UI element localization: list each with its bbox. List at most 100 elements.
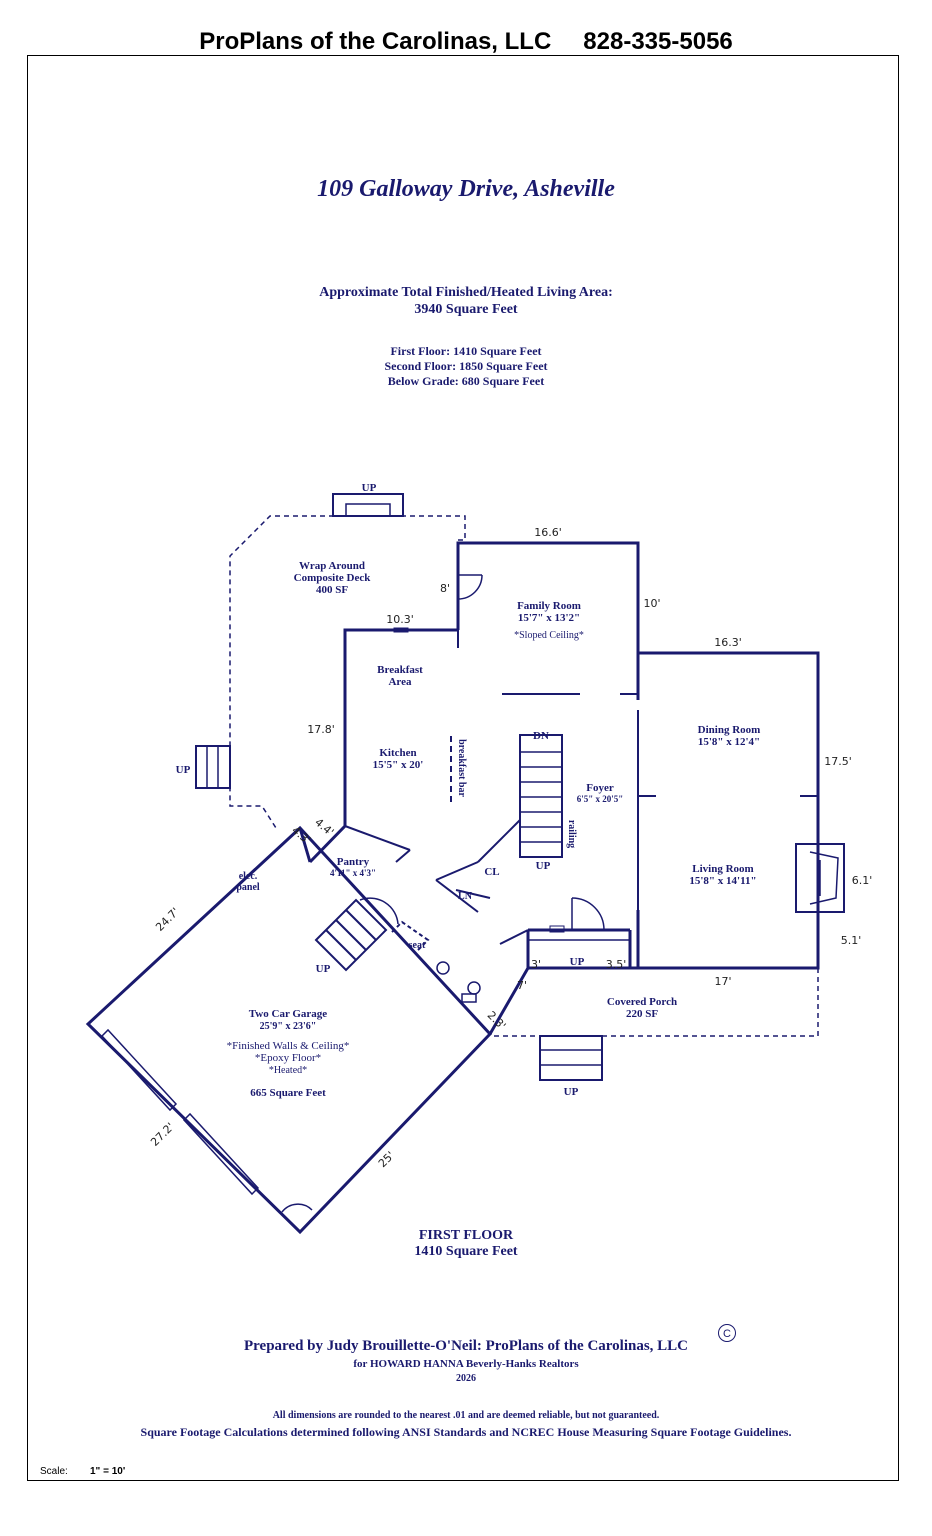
kitchen-size: 15'5" x 20': [373, 759, 424, 771]
svg-text:DN: DN: [533, 730, 549, 742]
deck-area: 400 SF: [316, 584, 348, 596]
svg-text:UP: UP: [536, 860, 551, 872]
floor-sqft: 1410 Square Feet: [414, 1244, 518, 1259]
porch-area: 220 SF: [626, 1008, 658, 1020]
svg-text:220 SF: 220 SF: [626, 1008, 658, 1020]
deck-steps-top: [332, 493, 404, 517]
svg-text:railing: railing: [566, 820, 577, 848]
company-name: ProPlans of the Carolinas, LLC: [199, 28, 552, 55]
family-room-note: *Sloped Ceiling*: [514, 630, 584, 641]
svg-text:UP: UP: [362, 482, 377, 494]
prepared-by: Prepared by Judy Brouillette-O'Neil: Pro…: [243, 1338, 689, 1354]
svg-text:3': 3': [531, 958, 541, 971]
svg-text:15'8" x 14'11": 15'8" x 14'11": [689, 875, 756, 887]
garage-up-label: UP: [316, 963, 331, 975]
svg-text:*Heated*: *Heated*: [269, 1065, 307, 1076]
svg-text:Dining Room: Dining Room: [698, 724, 761, 736]
svg-text:Two Car Garage: Two Car Garage: [249, 1008, 328, 1020]
property-address: 109 Galloway Drive, Asheville: [317, 176, 615, 202]
fireplace: [795, 843, 845, 913]
svg-text:15'7" x 13'2": 15'7" x 13'2": [518, 612, 580, 624]
breakfast-label-2: Area: [388, 676, 412, 688]
sqft-calculation-note: Square Footage Calculations determined f…: [140, 1425, 792, 1439]
svg-text:*Epoxy Floor*: *Epoxy Floor*: [255, 1052, 321, 1064]
svg-text:17': 17': [714, 975, 731, 988]
svg-text:400 SF: 400 SF: [316, 584, 348, 596]
railing-label: railing: [566, 820, 577, 848]
garage-stairs: [314, 898, 388, 972]
svg-text:665 Square Feet: 665 Square Feet: [250, 1087, 326, 1099]
deck-label-2: Composite Deck: [294, 572, 372, 584]
porch-outline: [490, 968, 819, 1037]
svg-text:*Finished Walls & Ceiling*: *Finished Walls & Ceiling*: [227, 1040, 350, 1052]
svg-text:17.8': 17.8': [307, 723, 335, 736]
svg-text:Breakfast: Breakfast: [377, 664, 423, 676]
dim-fireplace: 6.1': [852, 874, 873, 887]
dim-family-depth: 10': [643, 597, 660, 610]
deck-side-up-label: UP: [176, 764, 191, 776]
svg-text:Kitchen: Kitchen: [379, 747, 416, 759]
garage-note-floor: *Epoxy Floor*: [255, 1052, 321, 1064]
svg-text:16.6': 16.6': [534, 526, 562, 539]
total-area-label: Approximate Total Finished/Heated Living…: [319, 285, 613, 300]
garage-door-2: [182, 1112, 260, 1196]
total-area-value: 3940 Square Feet: [414, 302, 518, 317]
garage-sqft: 665 Square Feet: [250, 1087, 326, 1099]
svg-text:Living Room: Living Room: [692, 863, 753, 875]
seat-label: seat: [409, 940, 426, 951]
disclaimer: All dimensions are rounded to the neares…: [272, 1410, 660, 1421]
floor-name: FIRST FLOOR: [418, 1228, 514, 1243]
dim-kitchen-depth: 17.8': [307, 723, 335, 736]
svg-text:LN: LN: [458, 891, 473, 902]
svg-text:17.5': 17.5': [824, 755, 852, 768]
svg-text:6.1': 6.1': [852, 874, 873, 887]
porch-steps: [539, 1035, 603, 1081]
deck-steps-side: [195, 745, 231, 789]
svg-text:panel: panel: [236, 882, 260, 893]
floor-areas: First Floor: 1410 Square Feet Second Flo…: [0, 344, 932, 389]
below-grade-area: Below Grade: 680 Square Feet: [387, 374, 545, 388]
dim-entry-7: 7': [517, 979, 527, 992]
kitchen-label: Kitchen: [379, 747, 416, 759]
garage-note-walls: *Finished Walls & Ceiling*: [227, 1040, 350, 1052]
svg-text:27.2': 27.2': [148, 1120, 177, 1149]
dim-family-width: 16.6': [534, 526, 562, 539]
foyer-label: Foyer: [586, 782, 614, 794]
garage-label: Two Car Garage: [249, 1008, 328, 1020]
dim-garage-247: 24.7': [153, 905, 182, 934]
page-frame: [27, 55, 899, 1481]
dim-entry-3: 3': [531, 958, 541, 971]
dim-garage-25: 25': [376, 1149, 397, 1170]
svg-text:25': 25': [376, 1149, 397, 1170]
living-room-size: 15'8" x 14'11": [689, 875, 756, 887]
dim-right-side: 17.5': [824, 755, 852, 768]
svg-text:5.1': 5.1': [841, 934, 862, 947]
garage-note-heated: *Heated*: [269, 1065, 307, 1076]
svg-text:Covered Porch: Covered Porch: [607, 996, 677, 1008]
year: 2026: [456, 1373, 476, 1384]
copyright-icon: C: [718, 1324, 736, 1342]
svg-text:UP: UP: [316, 963, 331, 975]
pantry-size: 4'11" x 4'3": [330, 868, 376, 878]
pantry-label: Pantry: [337, 856, 370, 868]
garage-size: 25'9" x 23'6": [260, 1021, 317, 1032]
svg-text:*Sloped Ceiling*: *Sloped Ceiling*: [514, 630, 584, 641]
dim-porch-side: 5.1': [841, 934, 862, 947]
toilet-icon: [436, 961, 450, 975]
svg-text:Wrap Around: Wrap Around: [299, 560, 365, 572]
svg-text:15'8" x 12'4": 15'8" x 12'4": [698, 736, 760, 748]
svg-text:CL: CL: [484, 866, 499, 878]
svg-text:25'9" x 23'6": 25'9" x 23'6": [260, 1021, 317, 1032]
dim-pantry-43: 4.3': [289, 824, 313, 847]
svg-text:UP: UP: [176, 764, 191, 776]
svg-text:Composite Deck: Composite Deck: [294, 572, 372, 584]
svg-text:4.4': 4.4': [312, 816, 336, 839]
elec-panel-label-2: panel: [236, 882, 260, 893]
svg-text:24.7': 24.7': [153, 905, 182, 934]
svg-text:15'5" x 20': 15'5" x 20': [373, 759, 424, 771]
garage-door-1: [100, 1028, 178, 1112]
dim-porch-width: 17': [714, 975, 731, 988]
svg-text:Family Room: Family Room: [517, 600, 581, 612]
floor-label: FIRST FLOOR 1410 Square Feet: [0, 1228, 932, 1260]
